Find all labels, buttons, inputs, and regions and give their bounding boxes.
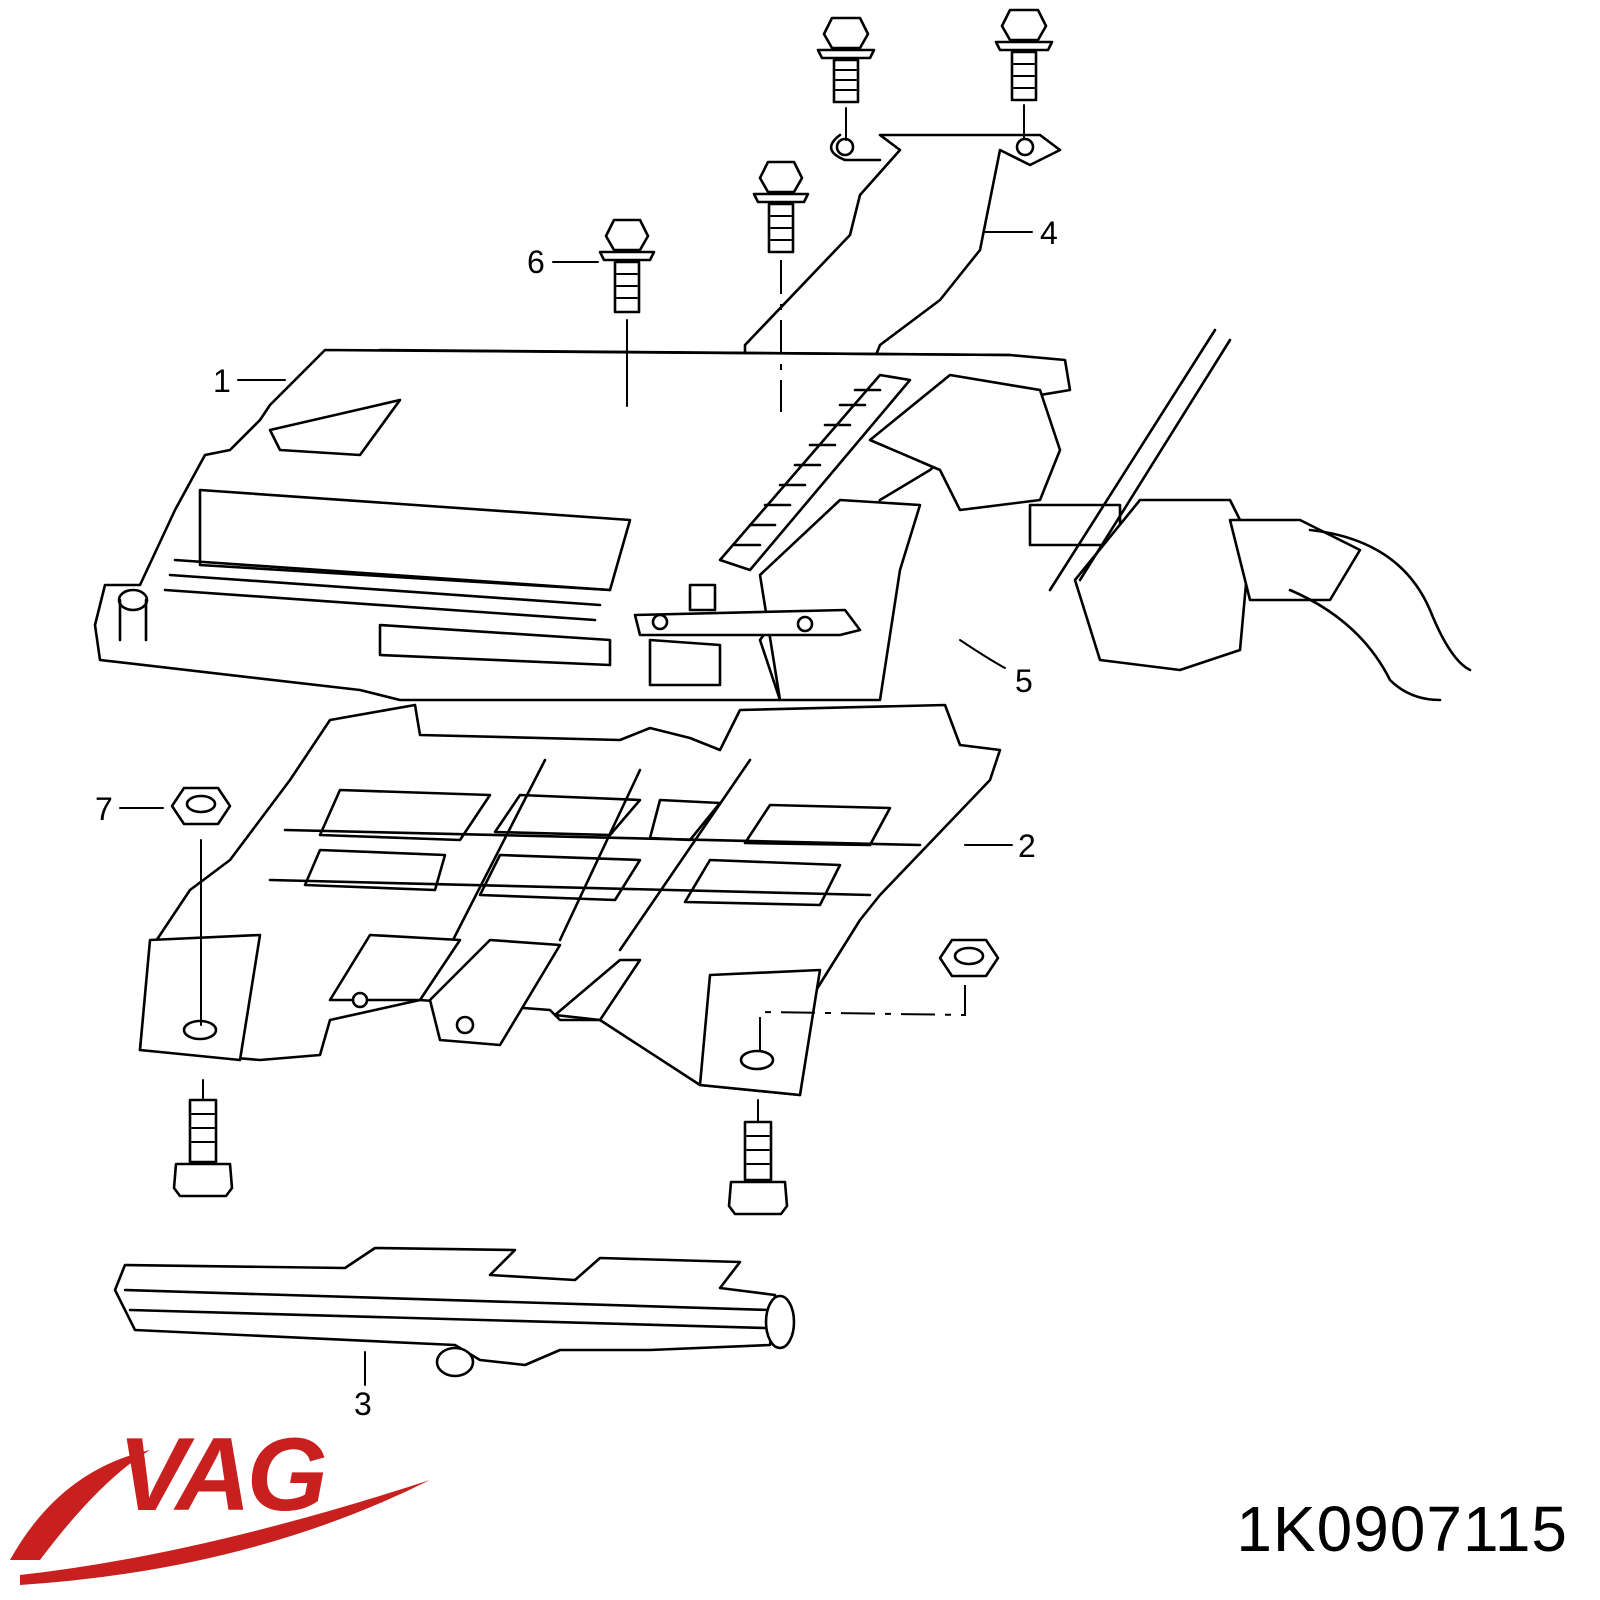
nut-part-7-a [170,786,232,1026]
logo-text: VAG [118,1417,325,1533]
rail-part-3 [113,1246,796,1386]
callout-3: 3 [354,1386,372,1422]
vag-logo: VAG [10,1417,430,1585]
logo-swoosh-lower [20,1480,430,1585]
bolt-part-6-b [994,8,1054,139]
callout-6: 6 [527,244,545,280]
callout-1: 1 [213,363,231,399]
callout-4: 4 [1040,215,1058,251]
callout-5: 5 [1015,663,1033,699]
bolt-part-6-c [752,160,810,412]
logo-swoosh [10,1450,150,1560]
leader-lines [119,231,1033,846]
screw-left [172,1079,234,1198]
nut-part-7-b [759,938,1000,1050]
callout-2: 2 [1018,828,1036,864]
screw-right [727,1099,789,1216]
bolt-part-6-d [598,218,656,407]
callout-7: 7 [95,791,113,827]
connector-part-5 [633,328,1472,702]
mounting-tray-part-2 [138,703,1002,1097]
bolt-part-6-a [816,16,876,141]
part-number: 1K0907115 [1236,1493,1568,1565]
